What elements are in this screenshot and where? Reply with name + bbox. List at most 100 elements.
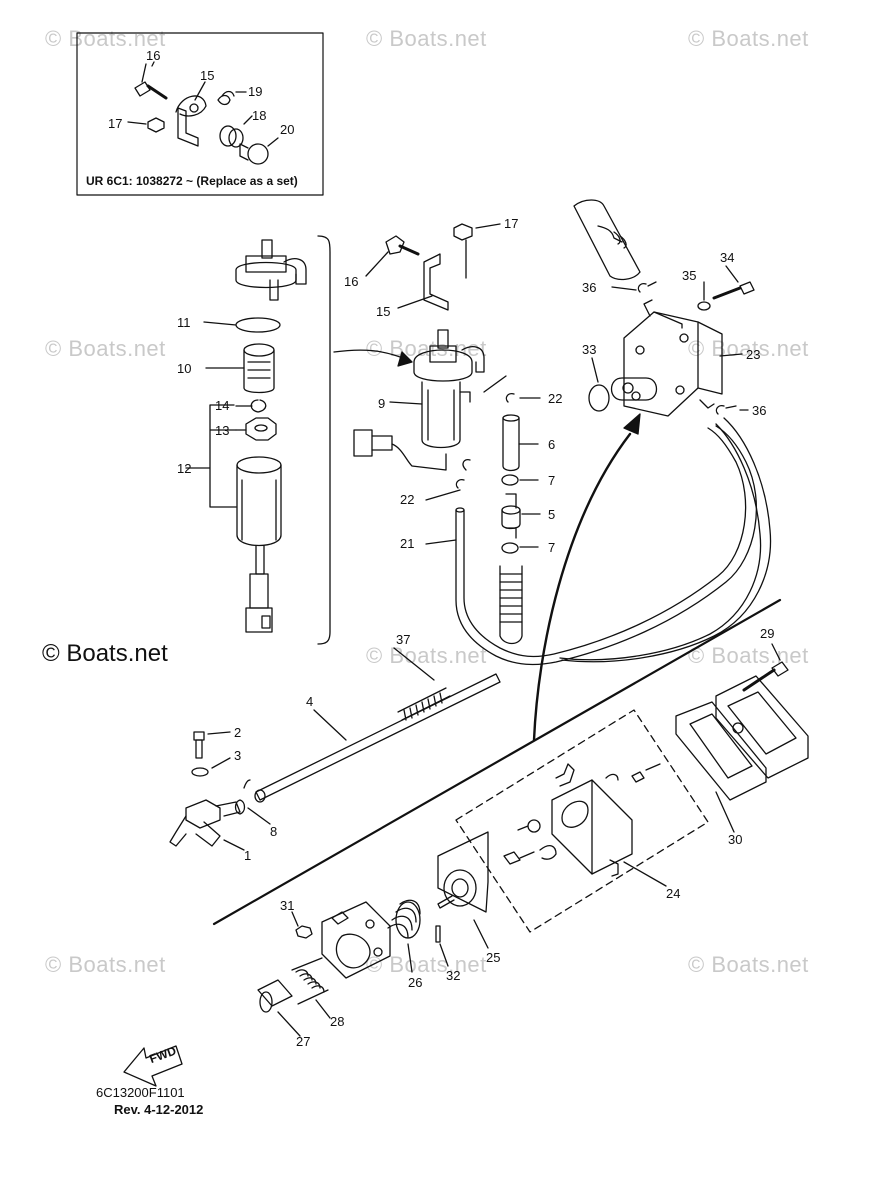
callout-30: 30 (728, 832, 742, 847)
brand-label: © Boats.net (42, 640, 168, 667)
callout-3: 3 (234, 748, 241, 763)
inset-grommet-18 (219, 115, 253, 148)
diagram-code: 6C13200F1101 (96, 1085, 185, 1100)
callout-14: 14 (215, 398, 229, 413)
callout-16: 16 (146, 48, 160, 63)
watermark: © Boats.net (688, 336, 809, 361)
crankcase-line (212, 598, 782, 926)
filter-head (235, 239, 307, 301)
clamp-22b (455, 478, 465, 489)
callout-7b: 7 (548, 540, 555, 555)
callout-34: 34 (720, 250, 734, 265)
spring-26 (387, 899, 421, 973)
connector-9 (353, 429, 447, 471)
callout-12: 12 (177, 461, 191, 476)
callout-32: 32 (446, 968, 460, 983)
bracket-15b (397, 253, 449, 311)
hose-21 (425, 425, 758, 666)
clamp-22a (483, 375, 541, 403)
callout-23: 23 (746, 347, 760, 362)
callout-29: 29 (760, 626, 774, 641)
callout-22a: 22 (548, 391, 562, 406)
nut-31 (291, 911, 313, 939)
pump-body (551, 763, 633, 877)
callout-8: 8 (270, 824, 277, 839)
callout-5: 5 (548, 507, 555, 522)
callout-22b: 22 (400, 492, 414, 507)
callout-24: 24 (666, 886, 680, 901)
callout-15b: 15 (376, 304, 390, 319)
callout-7a: 7 (548, 473, 555, 488)
washer-3 (191, 757, 231, 777)
rod-4 (254, 673, 501, 803)
callout-18: 18 (252, 108, 266, 123)
group-brace (317, 235, 331, 645)
callout-28: 28 (330, 1014, 344, 1029)
fitting-1 (169, 799, 245, 851)
hose-6 (502, 414, 539, 472)
spring-28 (291, 957, 331, 1019)
clip-36b (715, 404, 749, 415)
plunger-27 (257, 979, 301, 1037)
watermark: © Boats.net (366, 26, 487, 51)
clip-36a (611, 281, 657, 293)
callout-6: 6 (548, 437, 555, 452)
watermark: © Boats.net (45, 336, 166, 361)
inset-box (76, 32, 324, 196)
callout-27: 27 (296, 1034, 310, 1049)
o-ring-33 (588, 384, 610, 412)
callout-21: 21 (400, 536, 414, 551)
diaphragm-25 (437, 831, 489, 949)
filter-9 (389, 329, 485, 449)
clip-8 (234, 779, 271, 825)
revision-label: Rev. 4-12-2012 (114, 1102, 204, 1117)
watermark: © Boats.net (688, 26, 809, 51)
callout-4: 4 (306, 694, 313, 709)
callout-33: 33 (582, 342, 596, 357)
fwd-arrow (123, 1045, 183, 1087)
bolt-16b (365, 235, 420, 277)
callout-10: 10 (177, 361, 191, 376)
engine-pipe (573, 199, 641, 281)
inset-bolt-16 (134, 63, 168, 100)
clip-14 (235, 399, 267, 413)
assembly-arrow (532, 432, 632, 742)
inset-collar-20 (239, 137, 279, 165)
callout-25: 25 (486, 950, 500, 965)
inset-spring-19 (217, 90, 247, 106)
pump-cover-body (321, 901, 391, 979)
group-arrow (333, 349, 409, 361)
leader-37 (393, 647, 435, 681)
joint-5 (501, 493, 541, 539)
callout-9: 9 (378, 396, 385, 411)
bolt-29 (742, 643, 789, 692)
callout-17b: 17 (504, 216, 518, 231)
callout-17: 17 (108, 116, 122, 131)
bolt-2 (193, 731, 231, 759)
watermark: © Boats.net (688, 952, 809, 977)
nut-17b (453, 223, 501, 279)
watermark: © Boats.net (688, 643, 809, 668)
clip-7b (501, 542, 539, 554)
callout-16b: 16 (344, 274, 358, 289)
fuel-pump-23 (610, 299, 743, 417)
callout-36a: 36 (582, 280, 596, 295)
hose-23-return (559, 417, 772, 663)
callout-19: 19 (248, 84, 262, 99)
washer-35 (697, 281, 711, 311)
callout-36b: 36 (752, 403, 766, 418)
hose-corrugated (499, 565, 523, 645)
callout-31: 31 (280, 898, 294, 913)
o-ring-11 (235, 317, 281, 333)
bracket-12-13-14 (185, 404, 237, 508)
clip-7a (501, 474, 539, 486)
pump-small-parts (503, 763, 661, 865)
callout-35: 35 (682, 268, 696, 283)
callout-37: 37 (396, 632, 410, 647)
bolt-34 (712, 265, 755, 300)
nut-13 (235, 417, 277, 441)
inset-bracket-15 (175, 81, 207, 147)
callout-15: 15 (200, 68, 214, 83)
